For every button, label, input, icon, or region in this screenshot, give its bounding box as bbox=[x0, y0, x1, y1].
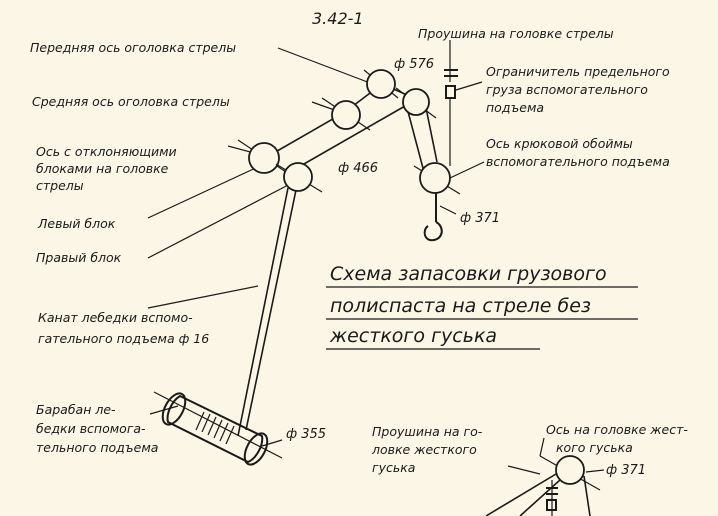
label-lug-jib-3: гуська bbox=[372, 460, 415, 475]
dim-355: ф 355 bbox=[286, 427, 326, 442]
label-lug-jib-1: Проушина на го- bbox=[372, 424, 483, 439]
hook bbox=[423, 221, 443, 242]
label-rope-1: Канат лебедки вспомо- bbox=[38, 310, 193, 325]
dim-371-jib: ф 371 bbox=[606, 463, 646, 478]
label-drum-3: тельного подъема bbox=[36, 440, 158, 455]
label-front-axis: Передняя ось оголовка стрелы bbox=[30, 40, 236, 55]
label-limiter-3: подъема bbox=[486, 100, 544, 115]
rope-to-right-block bbox=[289, 101, 413, 173]
d371-leader bbox=[439, 205, 457, 215]
winch-drum bbox=[161, 392, 269, 466]
label-limiter-1: Ограничитель предельного bbox=[486, 64, 670, 79]
hook-block-pulley bbox=[419, 162, 451, 194]
leader-left-block bbox=[147, 164, 263, 219]
middle-axis-pulley bbox=[331, 100, 361, 130]
limiter-body bbox=[445, 85, 456, 99]
jib-limiter-body bbox=[546, 499, 557, 511]
label-rope-2: гательного подъема ф 16 bbox=[38, 331, 209, 346]
label-hook-axis-1: Ось крюковой обоймы bbox=[486, 136, 633, 151]
label-deflect-axis-3: стрелы bbox=[36, 178, 84, 193]
label-deflect-axis-1: Ось с отклоняющими bbox=[36, 144, 177, 159]
label-middle-axis: Средняя ось оголовка стрелы bbox=[32, 94, 230, 109]
label-right-block: Правый блок bbox=[36, 250, 122, 265]
label-deflect-axis-2: блоками на головке bbox=[36, 161, 169, 176]
sheet-number: 3.42-1 bbox=[312, 9, 364, 28]
label-drum-1: Барабан ле- bbox=[36, 402, 116, 417]
label-axis-jib-1: Ось на головке жест- bbox=[546, 422, 688, 437]
axis-jib-leader bbox=[539, 437, 545, 457]
label-lug-boom-head: Проушина на головке стрелы bbox=[418, 26, 614, 41]
title-line-3: жесткого гуська bbox=[329, 325, 497, 347]
title-line-1: Схема запасовки грузового bbox=[330, 263, 607, 285]
boom-head-rope bbox=[264, 83, 415, 159]
main-winch-rope bbox=[237, 187, 289, 437]
jib-rope-3 bbox=[583, 475, 591, 516]
limiter-leader bbox=[455, 81, 483, 91]
dim-371-hook: ф 371 bbox=[460, 211, 500, 226]
front-axis-pulley bbox=[366, 69, 396, 99]
leader-rope bbox=[147, 285, 259, 309]
boom-tip-pulley bbox=[402, 88, 430, 116]
label-drum-2: бедки вспомога- bbox=[36, 421, 146, 436]
dim-576: ф 576 bbox=[394, 57, 434, 72]
rope-to-hook-left bbox=[405, 103, 425, 173]
label-axis-jib-2: кого гуська bbox=[556, 440, 633, 455]
left-block-pulley bbox=[248, 142, 280, 174]
label-limiter-2: груза вспомогательного bbox=[486, 82, 648, 97]
main-winch-rope-2 bbox=[245, 189, 297, 431]
hook-leader bbox=[449, 161, 485, 179]
d371-jib-leader bbox=[585, 469, 605, 473]
jib-rope-2 bbox=[519, 479, 561, 516]
label-hook-axis-2: вспомогательного подъема bbox=[486, 154, 670, 169]
leader-right-block bbox=[147, 182, 293, 259]
jib-rope-1 bbox=[485, 473, 557, 516]
right-block-pulley bbox=[283, 162, 313, 192]
leader-front-axis bbox=[277, 47, 379, 87]
title-line-2: полиспаста на стреле без bbox=[330, 295, 591, 317]
lug-jib-leader bbox=[507, 465, 541, 475]
label-left-block: Левый блок bbox=[37, 216, 116, 231]
label-lug-jib-2: ловке жесткого bbox=[371, 442, 477, 457]
dim-466: ф 466 bbox=[338, 161, 378, 176]
jib-head-pulley bbox=[555, 455, 585, 485]
d355-leader bbox=[261, 439, 283, 447]
